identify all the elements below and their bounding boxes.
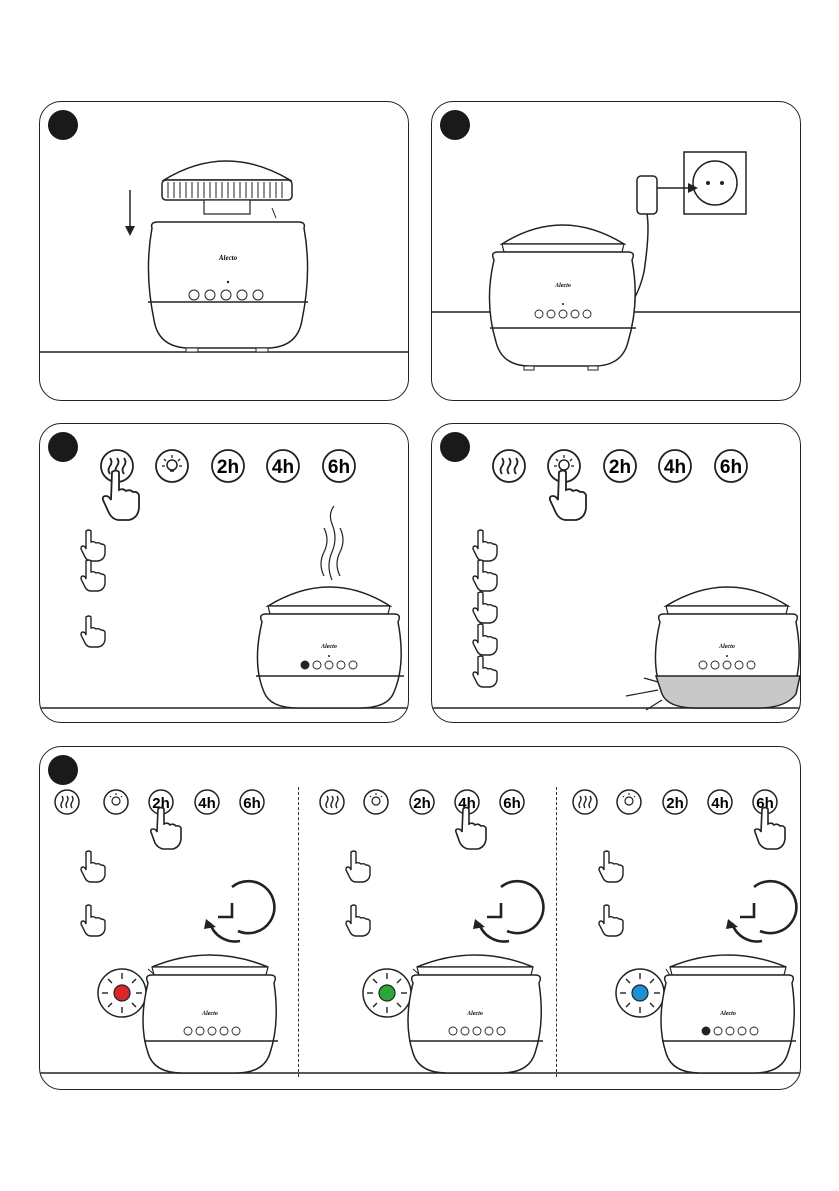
brand-logo-5b: Alecto: [466, 1011, 483, 1017]
timer-clock-icon: [726, 881, 796, 941]
step-2-panel: Alecto: [431, 101, 801, 401]
svg-text:2h: 2h: [413, 795, 431, 812]
light-rays: [626, 678, 662, 710]
timer-6h-icon: 6h: [500, 790, 524, 814]
mist-icon: [320, 790, 344, 814]
svg-text:2h: 2h: [217, 457, 239, 478]
step-1-panel: Alecto: [39, 101, 409, 401]
diffuser-timer-2h: Alecto: [143, 955, 278, 1073]
timer-4h-icon: 4h: [659, 450, 691, 482]
diffuser-timer-6h: Alecto: [661, 955, 796, 1073]
svg-text:2h: 2h: [666, 795, 684, 812]
svg-text:6h: 6h: [328, 457, 350, 478]
arrow-down-icon: [125, 190, 135, 236]
mist-icon: [573, 790, 597, 814]
brand-logo: Alecto: [218, 254, 238, 262]
diffuser-light-mode: Alecto: [626, 587, 800, 710]
brand-logo-3: Alecto: [320, 644, 337, 650]
svg-text:2h: 2h: [609, 457, 631, 478]
pointing-hand-icon-small: [346, 851, 370, 936]
svg-text:4h: 4h: [272, 457, 294, 478]
diffuser-top-cover: [162, 161, 292, 218]
timer-4h-icon: 4h: [708, 790, 732, 814]
timer-2h-icon: 2h: [212, 450, 244, 482]
svg-text:6h: 6h: [243, 795, 261, 812]
step-3-panel: 2h 4h 6h Al: [39, 423, 409, 723]
mist-wisps: [321, 506, 343, 580]
mist-icon: [493, 450, 525, 482]
pointing-hand-icon-small: [473, 530, 497, 687]
step-3-illustration: 2h 4h 6h Al: [40, 424, 408, 722]
svg-text:4h: 4h: [198, 795, 216, 812]
light-bulb-icon: [156, 450, 188, 482]
pointing-hand-icon-small: [81, 851, 105, 936]
timer-2h-icon: 2h: [663, 790, 687, 814]
diffuser-assembled: Alecto: [489, 225, 636, 370]
step-5-illustration: 2h 4h 6h: [40, 747, 800, 1089]
diffuser-assembly-illustration: Alecto: [40, 102, 408, 400]
svg-text:4h: 4h: [664, 457, 686, 478]
svg-text:4h: 4h: [711, 795, 729, 812]
svg-text:6h: 6h: [503, 795, 521, 812]
pointing-hand-icon-small: [599, 851, 623, 936]
step-4-panel: 2h 4h 6h Alecto: [431, 423, 801, 723]
wall-socket-icon: [684, 152, 746, 214]
timer-4h-section: 2h 4h 6h: [320, 790, 543, 1073]
step-5-panel: 2h 4h 6h: [39, 746, 801, 1090]
svg-text:6h: 6h: [720, 457, 742, 478]
diffuser-plug-illustration: Alecto: [432, 102, 800, 400]
diffuser-misting: Alecto: [256, 587, 404, 708]
timer-4h-icon: 4h: [195, 790, 219, 814]
timer-clock-icon: [204, 881, 274, 941]
brand-logo-2: Alecto: [554, 283, 571, 289]
diffuser-base: Alecto: [148, 222, 308, 352]
step-4-illustration: 2h 4h 6h Alecto: [432, 424, 800, 722]
light-bulb-icon: [104, 790, 128, 814]
timer-2h-icon: 2h: [604, 450, 636, 482]
timer-2h-icon: 2h: [410, 790, 434, 814]
timer-6h-icon: 6h: [323, 450, 355, 482]
timer-6h-icon: 6h: [715, 450, 747, 482]
diffuser-timer-4h: Alecto: [408, 955, 543, 1073]
brand-logo-4: Alecto: [718, 644, 735, 650]
mist-icon: [55, 790, 79, 814]
pointing-hand-icon-small: [81, 530, 105, 647]
brand-logo-5a: Alecto: [201, 1011, 218, 1017]
timer-4h-icon: 4h: [267, 450, 299, 482]
timer-6h-icon: 6h: [240, 790, 264, 814]
light-bulb-icon: [364, 790, 388, 814]
timer-clock-icon: [473, 881, 543, 941]
light-bulb-icon: [617, 790, 641, 814]
brand-logo-5c: Alecto: [719, 1011, 736, 1017]
timer-6h-section: 2h 4h 6h: [573, 790, 796, 1073]
timer-2h-section: 2h 4h 6h: [55, 790, 278, 1073]
